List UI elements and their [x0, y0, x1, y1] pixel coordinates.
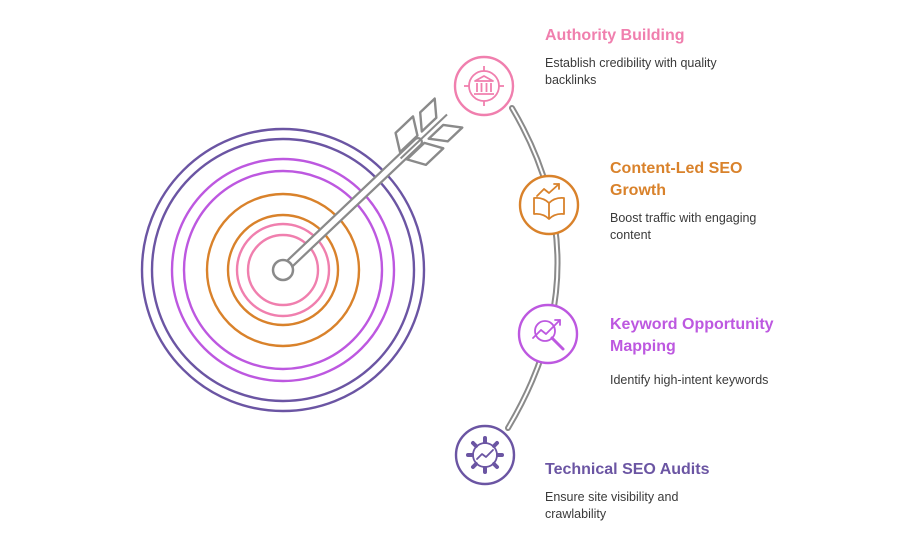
step-description: Identify high-intent keywords — [610, 373, 769, 387]
gear-chart-icon — [454, 424, 516, 486]
target-ring — [150, 137, 416, 403]
step-title: Keyword Opportunity Mapping — [610, 316, 774, 355]
step-title: Content-Led SEO Growth — [610, 160, 743, 199]
step-description: Establish credibility with quality backl… — [545, 56, 717, 87]
target-ring — [140, 127, 426, 413]
open-book-growth-icon — [518, 174, 580, 236]
target-ring — [226, 213, 340, 327]
target-icon — [140, 127, 426, 413]
step-content-led-seo-growth: Content-Led SEO Growth Boost traffic wit… — [610, 158, 760, 244]
bank-icon — [453, 55, 515, 117]
target-ring — [170, 157, 396, 383]
step-title: Technical SEO Audits — [545, 461, 710, 478]
connector-curve-inner — [507, 107, 559, 429]
magnifier-trend-icon — [517, 303, 579, 365]
step-title: Authority Building — [545, 27, 685, 44]
target-ring — [205, 192, 361, 348]
step-technical-seo-audits: Technical SEO Audits Ensure site visibil… — [545, 459, 745, 523]
target-ring — [182, 169, 384, 371]
step-authority-building: Authority Building Establish credibility… — [545, 25, 755, 89]
step-description: Ensure site visibility and crawlability — [545, 490, 679, 521]
step-description: Boost traffic with engaging content — [610, 211, 757, 242]
target-ring — [246, 233, 320, 307]
step-keyword-opportunity-mapping: Keyword Opportunity Mapping Identify hig… — [610, 314, 810, 389]
arrow-icon — [271, 97, 464, 282]
target-ring — [235, 222, 331, 318]
